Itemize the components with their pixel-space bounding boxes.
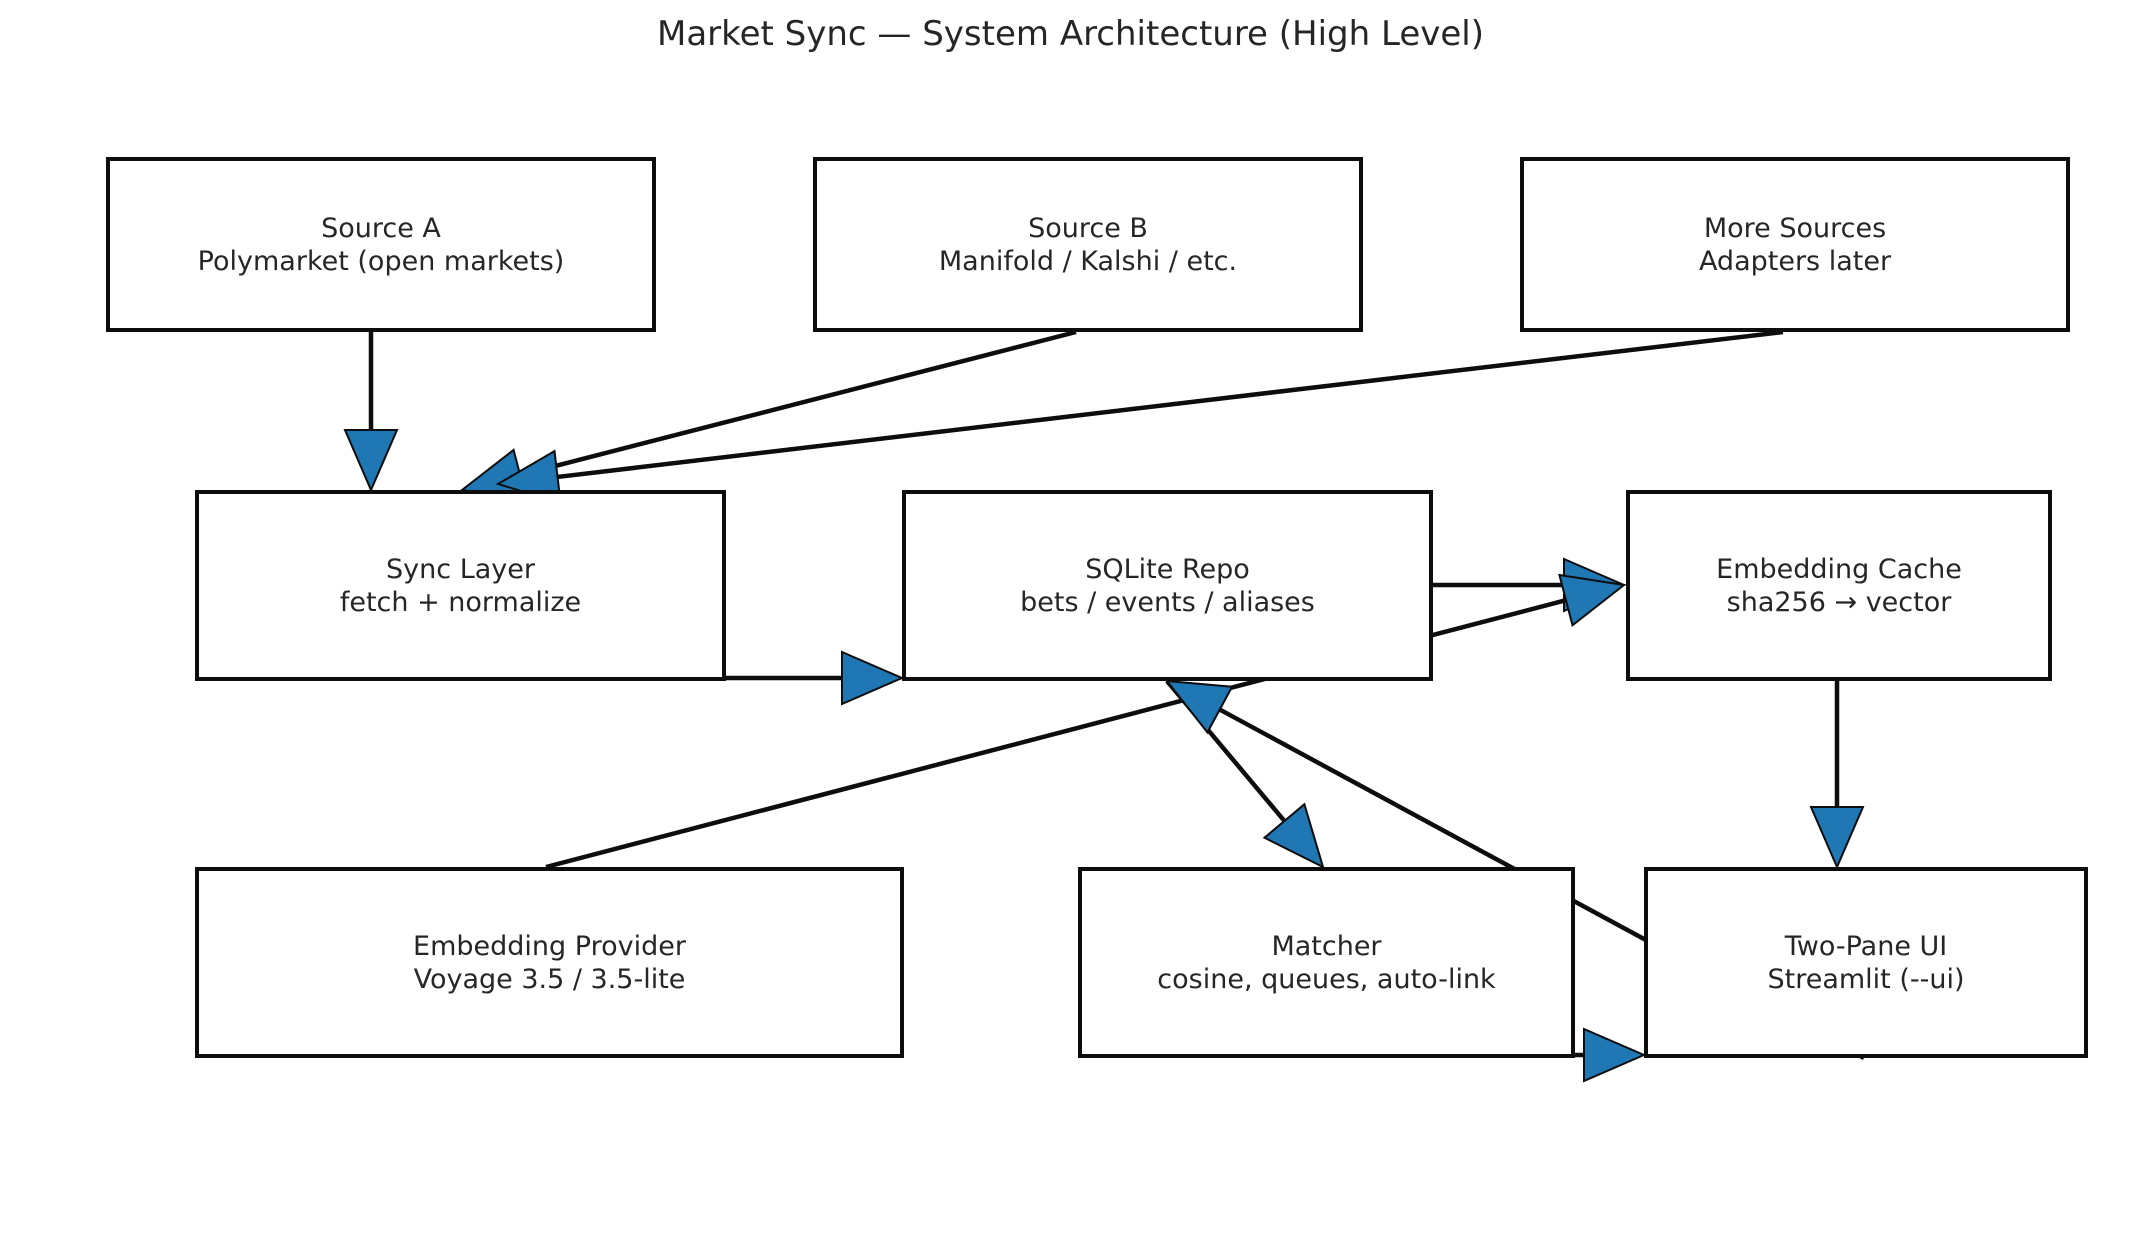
arrowhead-matcher-7 [1262,802,1325,869]
node-embedding-cache-subtitle: sha256 → vector [1726,586,1952,618]
edge-source-b-to-sync-layer [519,329,1077,478]
page-title: Market Sync — System Architecture (High … [656,14,1485,54]
node-sync-layer: Sync Layer fetch + normalize [195,490,726,681]
node-two-pane-ui-title: Two-Pane UI [1784,930,1948,962]
arrowhead-two-pane-ui-8 [1583,1027,1647,1083]
node-embedding-cache-title: Embedding Cache [1716,553,1962,585]
arrowhead-two-pane-ui-6 [1809,806,1865,870]
node-matcher-title: Matcher [1271,930,1382,962]
node-two-pane-ui-subtitle: Streamlit (--ui) [1767,963,1965,995]
arrowhead-sqlite-repo-3 [841,650,905,706]
node-matcher-subtitle: cosine, queues, auto-link [1157,963,1496,995]
node-sync-layer-subtitle: fetch + normalize [339,586,582,618]
node-source-b-subtitle: Manifold / Kalshi / etc. [938,245,1238,277]
node-source-b: Source B Manifold / Kalshi / etc. [813,157,1363,332]
node-source-a-subtitle: Polymarket (open markets) [197,245,565,277]
arrowhead-sync-layer-0 [343,429,399,493]
node-embedding-provider: Embedding Provider Voyage 3.5 / 3.5-lite [195,867,904,1058]
node-sqlite-repo-subtitle: bets / events / aliases [1020,586,1315,618]
node-source-a-title: Source A [321,212,441,244]
node-more-sources-subtitle: Adapters later [1698,245,1892,277]
edge-more-sources-to-sync-layer [557,329,1784,480]
node-two-pane-ui: Two-Pane UI Streamlit (--ui) [1644,867,2088,1058]
arrowhead-embedding-cache-5 [1558,573,1627,628]
node-more-sources: More Sources Adapters later [1520,157,2070,332]
node-sqlite-repo-title: SQLite Repo [1085,553,1250,585]
node-embedding-provider-title: Embedding Provider [413,930,686,962]
node-matcher: Matcher cosine, queues, auto-link [1078,867,1575,1058]
node-sqlite-repo: SQLite Repo bets / events / aliases [902,490,1433,681]
node-more-sources-title: More Sources [1703,212,1887,244]
node-source-b-title: Source B [1028,212,1148,244]
node-embedding-provider-subtitle: Voyage 3.5 / 3.5-lite [413,963,686,995]
node-embedding-cache: Embedding Cache sha256 → vector [1626,490,2052,681]
arrowhead-sqlite-repo-9 [1164,679,1234,735]
node-source-a: Source A Polymarket (open markets) [106,157,656,332]
node-sync-layer-title: Sync Layer [386,553,535,585]
